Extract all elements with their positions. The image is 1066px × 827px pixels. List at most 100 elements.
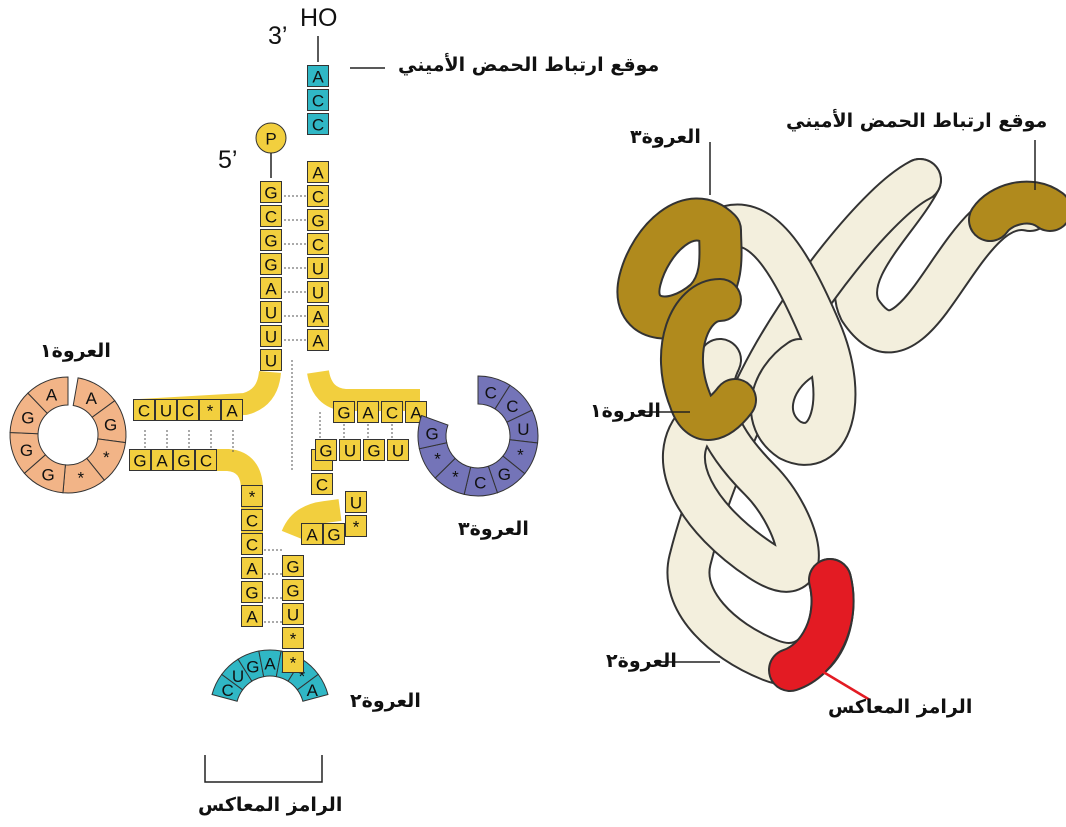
tpsi-stem-bottom-base-1-letter: G xyxy=(367,442,380,461)
variable-right-base-1: * xyxy=(346,516,367,537)
d-stem-bottom-base-1: A xyxy=(152,450,173,471)
acceptor-3p-base-2-letter: G xyxy=(311,212,324,231)
anticodon-loop-base-1-letter: U xyxy=(232,667,244,686)
acceptor-3p-base-7-letter: A xyxy=(312,332,324,351)
ac-stem-left-base-0-letter: * xyxy=(249,488,256,507)
d-stem-top-base-1-letter: * xyxy=(207,402,214,421)
d-stem-top-base-0-letter: A xyxy=(226,402,238,421)
acceptor-3p-base-1: C xyxy=(308,186,329,207)
acceptor-5p-base-7: U xyxy=(261,350,282,371)
acceptor-3p-base-1-letter: C xyxy=(312,188,324,207)
tpsi-loop-base-5-letter: C xyxy=(474,473,486,492)
tpsi-loop-base-2-letter: U xyxy=(517,420,529,439)
acceptor-3p-base-3: C xyxy=(308,234,329,255)
variable-top-base-0: A xyxy=(302,524,323,545)
ac-stem-right-base-0: * xyxy=(283,652,304,673)
acceptor-tail-base-0-letter: A xyxy=(312,68,324,87)
ac-stem-right-base-3: G xyxy=(283,580,304,601)
d-stem-bottom-base-2: G xyxy=(174,450,195,471)
ac-stem-left-base-2-letter: C xyxy=(246,536,258,555)
d-stem-top-base-2: C xyxy=(178,400,199,421)
acceptor-3p-base-4: U xyxy=(308,258,329,279)
acceptor-t-connector xyxy=(318,372,420,400)
ac-stem-right-base-4: G xyxy=(283,556,304,577)
acceptor-5p-base-6: U xyxy=(261,326,282,347)
tpsi-stem-top-base-0: G xyxy=(334,402,355,423)
acceptor-3p-base-2: G xyxy=(308,210,329,231)
tpsi-loop-base-7-letter: * xyxy=(434,449,441,468)
acceptor-5p-base-5-letter: U xyxy=(265,304,277,323)
d-stem-bottom-base-3: C xyxy=(196,450,217,471)
ac-stem-left-base-3-letter: A xyxy=(246,560,258,579)
d-anticodon-connector xyxy=(140,460,252,540)
loop1-label-left: العروة١ xyxy=(40,340,111,362)
ac-stem-right-base-2: U xyxy=(283,604,304,625)
ac-stem-right-base-1-letter: * xyxy=(290,630,297,649)
acceptor-5p-base-6-letter: U xyxy=(265,328,277,347)
tpsi-stem-bottom-base-0: U xyxy=(388,440,409,461)
cloverleaf-trna: ACCACGCUUAAPGCGGAUUUA*CUCAG**GGGAGAGC*CC… xyxy=(10,36,538,782)
d-loop-base-0-letter: A xyxy=(86,389,98,408)
tpsi-stem-top-base-2: C xyxy=(382,402,403,423)
ac-stem-right-base-4-letter: G xyxy=(286,558,299,577)
folded-amino-segment xyxy=(990,203,1050,220)
acceptor-3p-base-0-letter: A xyxy=(312,164,324,183)
loop3-label-right: العروة٣ xyxy=(630,126,701,148)
acceptor-5p-base-4-letter: A xyxy=(265,280,277,299)
variable-top-base-1: G xyxy=(324,524,345,545)
d-stem-top-base-3-letter: U xyxy=(160,402,172,421)
d-stem-bottom-base-2-letter: G xyxy=(177,452,190,471)
d-stem-top-base-3: U xyxy=(156,400,177,421)
tpsi-stem-bottom-base-3: G xyxy=(316,440,337,461)
acceptor-tail-base-0: A xyxy=(308,66,329,87)
tpsi-stem-top-base-0-letter: G xyxy=(337,404,350,423)
tpsi-loop-base-6-letter: * xyxy=(452,468,459,487)
tpsi-stem-top-base-2-letter: C xyxy=(386,404,398,423)
amino-site-label-right: موقع ارتباط الحمض الأميني xyxy=(786,110,1047,132)
acceptor-5p-base-3-letter: G xyxy=(264,256,277,275)
acceptor-3p-base-6-letter: A xyxy=(312,308,324,327)
d-loop-base-5-letter: G xyxy=(20,441,33,460)
loop3-label-left: العروة٣ xyxy=(458,518,529,540)
anticodon-loop-base-3-letter: A xyxy=(264,655,276,674)
acceptor-5p-base-2-letter: G xyxy=(264,232,277,251)
ac-stem-left-base-5: A xyxy=(242,606,263,627)
anticodon-loop-base-2-letter: G xyxy=(246,658,259,677)
tpsi-stem-bottom-base-1: G xyxy=(364,440,385,461)
acceptor-5p-base-3: G xyxy=(261,254,282,275)
d-loop-base-7-letter: A xyxy=(46,386,58,405)
d-stem-bottom-base-0-letter: G xyxy=(133,452,146,471)
d-stem-top-base-2-letter: C xyxy=(182,402,194,421)
tpsi-loop-base-3-letter: * xyxy=(517,445,524,464)
acceptor-3p-base-5-letter: U xyxy=(312,284,324,303)
acceptor-3p-base-3-letter: C xyxy=(312,236,324,255)
ac-stem-left-base-4: G xyxy=(242,582,263,603)
anticodon-label-left: الرامز المعاكس xyxy=(198,794,342,816)
acceptor-5p-base-2: G xyxy=(261,230,282,251)
d-stem-bottom-base-0: G xyxy=(130,450,151,471)
acceptor-tail-base-2: C xyxy=(308,114,329,135)
variable-right-base-1-letter: * xyxy=(353,518,360,537)
variable-top-base-0-letter: A xyxy=(306,526,318,545)
d-stem-top-base-4: C xyxy=(134,400,155,421)
ac-stem-right-base-1: * xyxy=(283,628,304,649)
amino-site-label-left: موقع ارتباط الحمض الأميني xyxy=(398,54,659,76)
d-stem-top-base-1: * xyxy=(200,400,221,421)
acceptor-3p-base-0: A xyxy=(308,162,329,183)
acceptor-5p-base-0-letter: G xyxy=(264,184,277,203)
acceptor-5p-base-7-letter: U xyxy=(265,352,277,371)
ac-stem-left-base-4-letter: G xyxy=(245,584,258,603)
tpsi-stem-bottom-base-2: U xyxy=(340,440,361,461)
acceptor-3p-base-6: A xyxy=(308,306,329,327)
folded-trna xyxy=(638,140,1050,700)
tpsi-loop-base-4-letter: G xyxy=(498,465,511,484)
variable-right-base-0-letter: U xyxy=(350,494,362,513)
d-stem-bottom-base-3-letter: C xyxy=(200,452,212,471)
acceptor-tail-base-1: C xyxy=(308,90,329,111)
d-loop-base-4-letter: G xyxy=(41,466,54,485)
variable-left-base-1-letter: C xyxy=(316,476,328,495)
d-stem-bottom-base-1-letter: A xyxy=(156,452,168,471)
tpsi-stem-bottom-base-2-letter: U xyxy=(344,442,356,461)
tpsi-loop-base-8-letter: G xyxy=(425,424,438,443)
ac-stem-left-base-1-letter: C xyxy=(246,512,258,531)
